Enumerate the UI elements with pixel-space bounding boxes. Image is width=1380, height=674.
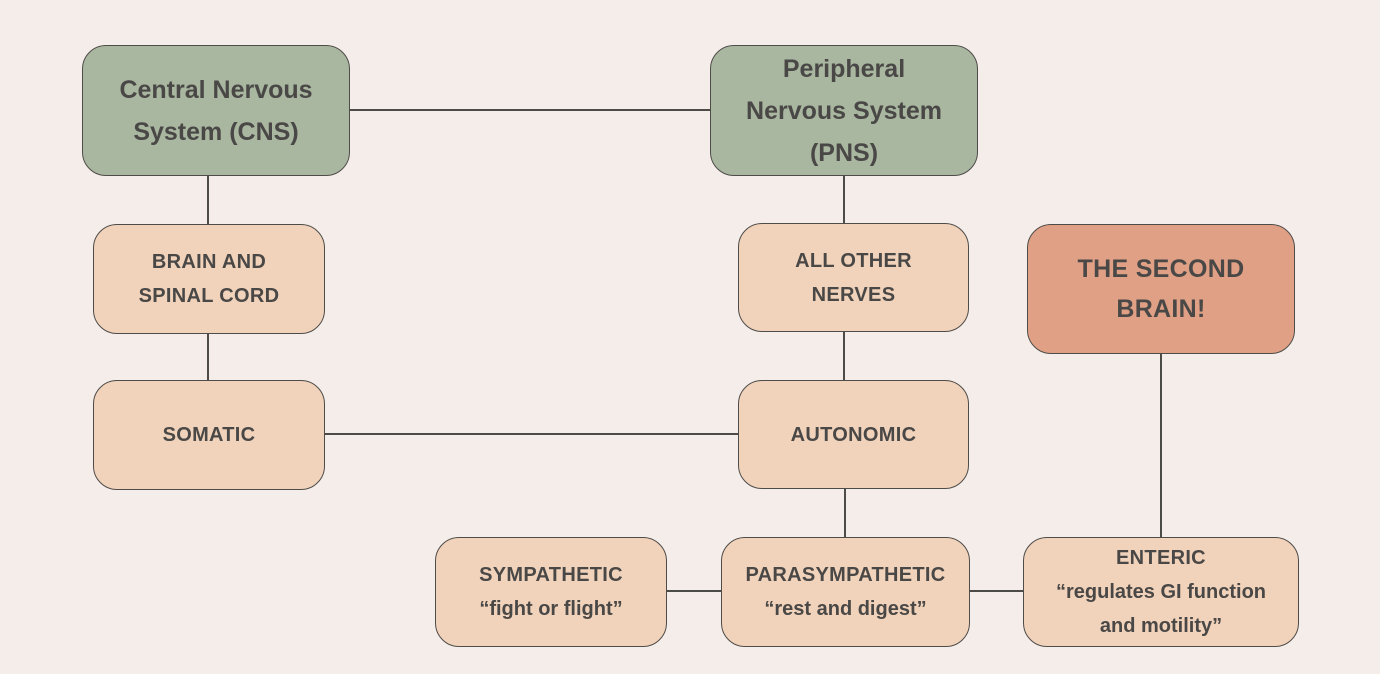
node-the-second-brain-line1: THE SECOND bbox=[1077, 255, 1245, 283]
node-central-nervous-system-line2: System (CNS) bbox=[133, 117, 299, 146]
node-sympathetic: SYMPATHETIC “fight or flight” bbox=[435, 537, 667, 647]
node-sympathetic-label: SYMPATHETIC bbox=[479, 564, 623, 586]
node-brain-and-spinal-cord-line1: BRAIN AND bbox=[151, 251, 267, 273]
node-all-other-nerves: ALL OTHER NERVES bbox=[738, 223, 969, 332]
node-parasympathetic-label: PARASYMPATHETIC bbox=[745, 564, 946, 586]
node-brain-and-spinal-cord: BRAIN AND SPINAL CORD bbox=[93, 224, 325, 334]
node-somatic-label: SOMATIC bbox=[162, 424, 256, 446]
node-peripheral-nervous-system-line1: Peripheral bbox=[782, 54, 906, 83]
node-parasympathetic-subtitle: “rest and digest” bbox=[764, 598, 927, 620]
node-peripheral-nervous-system: Peripheral Nervous System (PNS) bbox=[710, 45, 978, 176]
node-autonomic: AUTONOMIC bbox=[738, 380, 969, 489]
node-parasympathetic: PARASYMPATHETIC “rest and digest” bbox=[721, 537, 970, 647]
node-peripheral-nervous-system-line2: Nervous System bbox=[746, 96, 942, 125]
node-central-nervous-system-line1: Central Nervous bbox=[119, 75, 313, 104]
node-enteric-label: ENTERIC bbox=[1116, 547, 1206, 569]
node-the-second-brain: THE SECOND BRAIN! bbox=[1027, 224, 1295, 354]
node-enteric-subtitle-line2: and motility” bbox=[1099, 615, 1223, 637]
node-all-other-nerves-line1: ALL OTHER bbox=[795, 249, 912, 272]
node-the-second-brain-line2: BRAIN! bbox=[1116, 295, 1206, 323]
node-enteric: ENTERIC “regulates GI function and motil… bbox=[1023, 537, 1299, 647]
node-autonomic-label: AUTONOMIC bbox=[790, 423, 917, 446]
node-sympathetic-subtitle: “fight or flight” bbox=[479, 598, 623, 620]
node-somatic: SOMATIC bbox=[93, 380, 325, 490]
node-enteric-subtitle-line1: “regulates GI function bbox=[1055, 581, 1267, 603]
node-peripheral-nervous-system-line3: (PNS) bbox=[809, 138, 879, 167]
node-central-nervous-system: Central Nervous System (CNS) bbox=[82, 45, 350, 176]
node-all-other-nerves-line2: NERVES bbox=[811, 283, 896, 306]
node-brain-and-spinal-cord-line2: SPINAL CORD bbox=[138, 285, 280, 307]
